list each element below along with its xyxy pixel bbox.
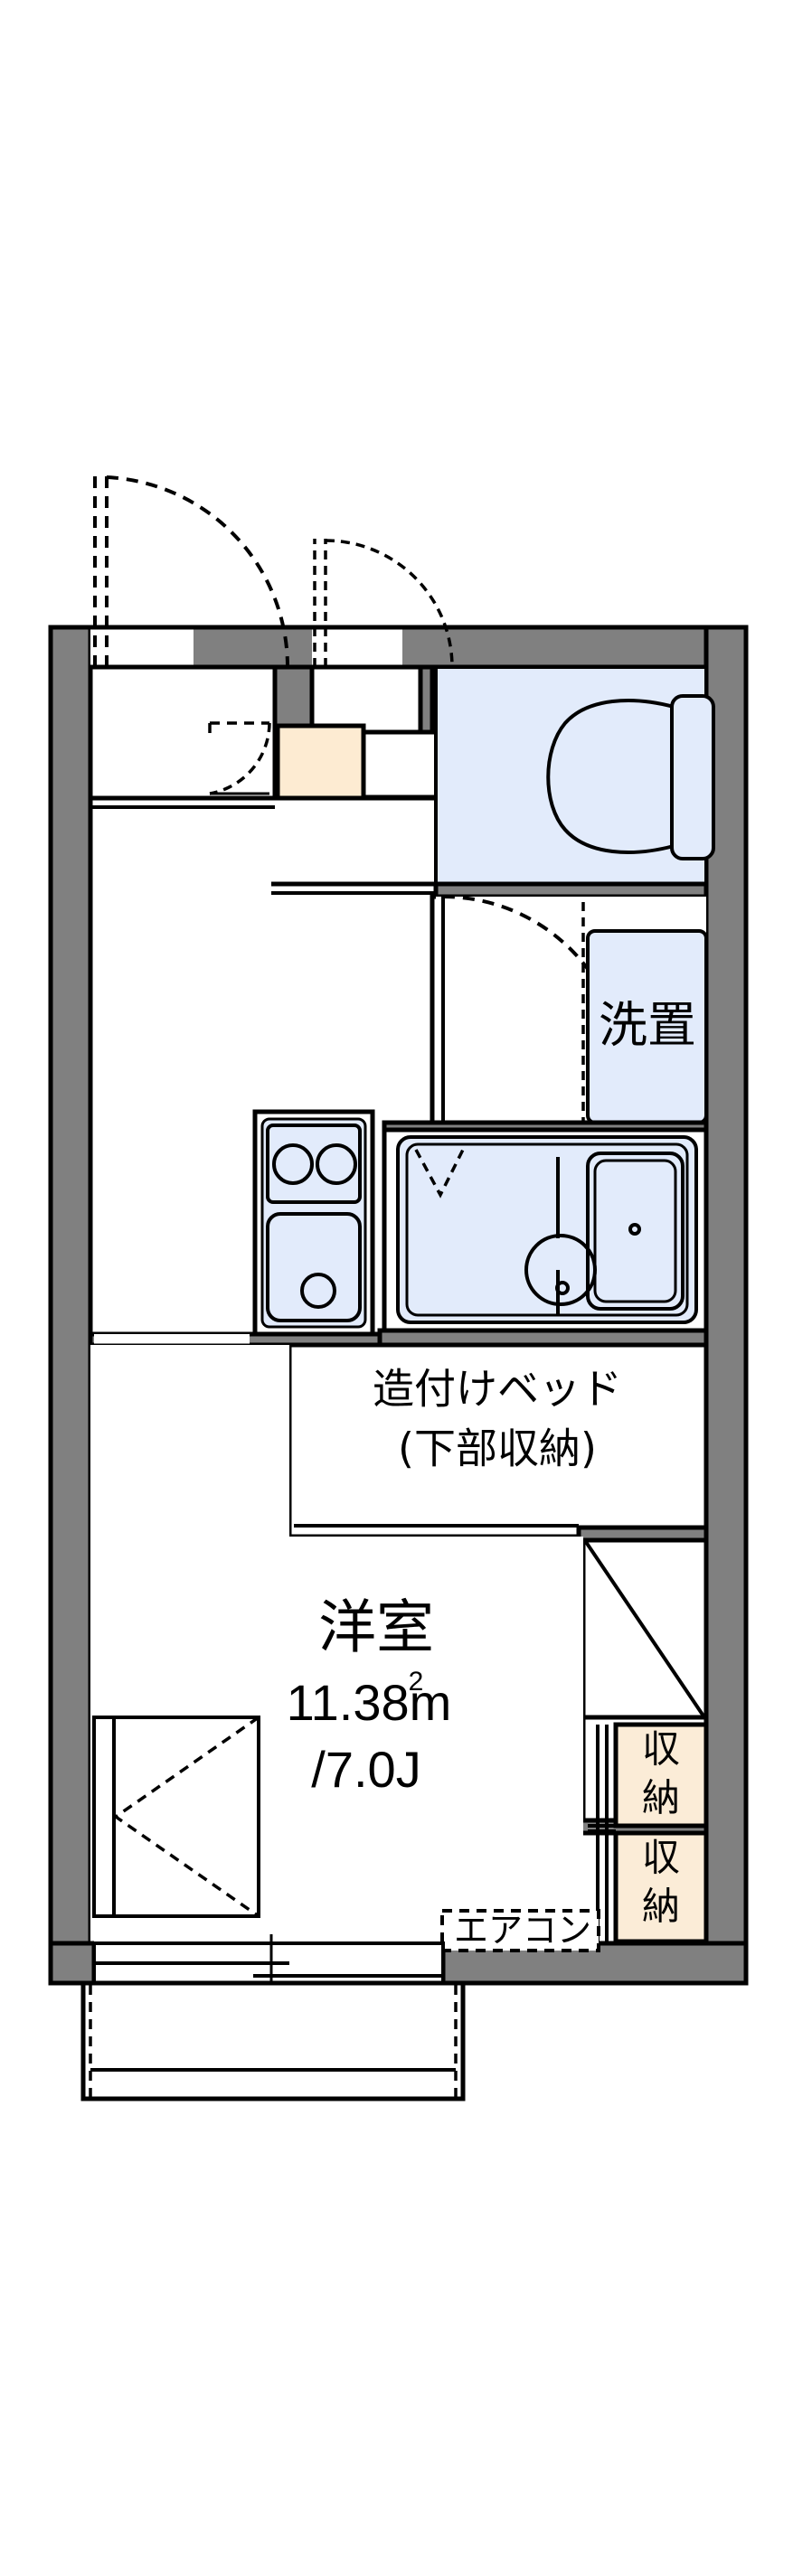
page-title: 洋室 <box>318 1595 434 1662</box>
closet-lower-label-2: 納 <box>642 1776 680 1820</box>
closet-lower-label-1: 収 <box>642 1727 680 1772</box>
closet-upper-label-2: 納 <box>642 1885 680 1929</box>
entrance-genkan-tile <box>275 723 366 801</box>
built-in-bed-label-line1: 造付けベッド <box>373 1365 622 1414</box>
outer-walls <box>48 625 749 1986</box>
main-room-labels: 洋室 11.38m 2 /7.0J <box>287 1595 452 1798</box>
toilet-room <box>434 665 708 888</box>
kitchen <box>252 1109 375 1337</box>
washing-machine-space: 洗置 <box>581 902 708 1124</box>
closet-upper-label-1: 収 <box>642 1836 680 1880</box>
closet-upper-shelf[interactable] <box>581 1537 709 1724</box>
main-room-area-superscript: 2 <box>409 1667 424 1697</box>
balcony <box>80 1980 466 2101</box>
toilet-door[interactable] <box>312 539 454 668</box>
entrance-door[interactable] <box>93 475 290 668</box>
toilet-fixture <box>546 694 715 860</box>
main-room-jo: /7.0J <box>311 1741 420 1798</box>
built-in-bed-label-line2: (下部収納) <box>398 1424 597 1473</box>
toilet-bottom-wall <box>433 881 709 899</box>
air-conditioner-indicator: エアコン <box>440 1909 600 1952</box>
room-window[interactable] <box>92 1716 260 1918</box>
closet-upper[interactable]: 収 納 <box>613 1830 709 1944</box>
unit-bath <box>382 1120 709 1333</box>
entrance-area <box>88 625 278 801</box>
closet-sliding-doors[interactable] <box>588 1725 616 1941</box>
built-in-bed: 造付けベッド (下部収納) <box>287 1342 709 1539</box>
balcony-sliding-window[interactable] <box>92 1934 445 1988</box>
closet-above[interactable]: 収 納 <box>613 1722 709 1829</box>
washer-place-label: 洗置 <box>599 997 696 1054</box>
shoe-box <box>208 721 271 795</box>
air-conditioner-label: エアコン <box>454 1911 591 1951</box>
main-room-area: 11.38m <box>287 1674 452 1731</box>
